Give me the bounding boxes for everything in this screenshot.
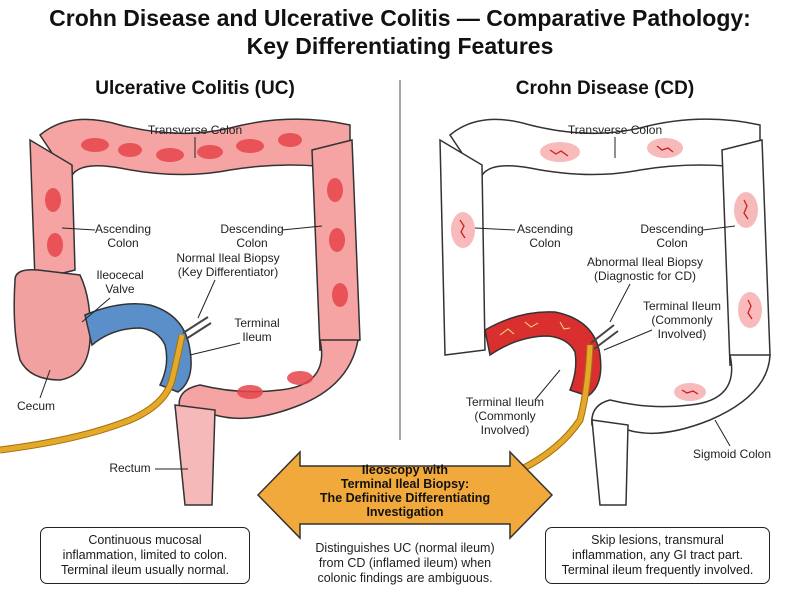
title-line-1: Crohn Disease and Ulcerative Colitis — C… xyxy=(49,5,751,31)
uc-summary-line-1: Continuous mucosal xyxy=(88,533,202,547)
cd-colon-illustration xyxy=(439,118,771,506)
center-note-line-2: from CD (inflamed ileum) when xyxy=(318,556,492,570)
cd-label-transverse: Transverse Colon xyxy=(568,123,662,137)
cd-label-descending-2: Colon xyxy=(656,236,687,250)
arrow-line-1: Ileoscopy with xyxy=(361,463,449,477)
cd-sigmoid-colon xyxy=(591,354,771,435)
uc-label-descending-1: Descending xyxy=(220,222,283,236)
uc-summary-line-3: Terminal ileum usually normal. xyxy=(60,563,230,577)
cd-rectum xyxy=(591,419,629,506)
uc-label-terminal-2: Ileum xyxy=(242,330,271,344)
center-note-line-3: colonic findings are ambiguous. xyxy=(317,571,493,585)
cd-transverse-colon xyxy=(449,118,761,182)
cd-label-biopsy-2: (Diagnostic for CD) xyxy=(594,269,696,283)
cd-panel-heading: Crohn Disease (CD) xyxy=(515,78,695,99)
title-line-2: Key Differentiating Features xyxy=(246,33,554,59)
uc-terminal-ileum xyxy=(84,303,192,393)
cd-label-terminal-left-2: (Commonly xyxy=(474,409,535,423)
arrow-line-3: The Definitive Differentiating xyxy=(319,491,491,505)
uc-label-transverse: Transverse Colon xyxy=(148,123,242,137)
uc-label-biopsy-1: Normal Ileal Biopsy xyxy=(176,251,279,265)
center-note: Distinguishes UC (normal ileum) from CD … xyxy=(290,541,520,586)
cd-label-terminal-left-1: Terminal Ileum xyxy=(466,395,544,409)
uc-label-ascending-1: Ascending xyxy=(95,222,151,236)
uc-label-cecum: Cecum xyxy=(17,399,55,413)
uc-label-ascending-2: Colon xyxy=(107,236,138,250)
cd-label-biopsy-1: Abnormal Ileal Biopsy xyxy=(587,255,703,269)
uc-summary-box: Continuous mucosal inflammation, limited… xyxy=(40,527,250,584)
figure-title: Crohn Disease and Ulcerative Colitis — C… xyxy=(0,4,800,60)
uc-label-biopsy-2: (Key Differentiator) xyxy=(178,265,278,279)
uc-colon-illustration xyxy=(0,118,361,506)
uc-rectum xyxy=(174,404,216,506)
cd-label-descending-1: Descending xyxy=(640,222,703,236)
cd-label-terminal-right-3: Involved) xyxy=(658,327,707,341)
arrow-line-4: Investigation xyxy=(366,505,444,519)
cd-summary-box: Skip lesions, transmural inflammation, a… xyxy=(545,527,770,584)
uc-summary-line-2: inflammation, limited to colon. xyxy=(62,548,228,562)
cd-label-terminal-right-2: (Commonly xyxy=(651,313,712,327)
cd-label-ascending-2: Colon xyxy=(529,236,560,250)
uc-panel-heading: Ulcerative Colitis (UC) xyxy=(95,78,295,99)
arrow-line-2: Terminal Ileal Biopsy: xyxy=(340,477,470,491)
uc-label-rectum: Rectum xyxy=(109,461,150,475)
cd-summary-line-1: Skip lesions, transmural xyxy=(591,533,724,547)
center-arrow-text: Ileoscopy with Terminal Ileal Biopsy: Th… xyxy=(300,463,510,519)
cd-label-sigmoid: Sigmoid Colon xyxy=(693,447,771,461)
center-double-arrow xyxy=(256,450,554,540)
cd-label-terminal-left-3: Involved) xyxy=(481,423,530,437)
uc-cecum xyxy=(13,268,92,381)
uc-label-terminal-1: Terminal xyxy=(234,316,279,330)
cd-summary-line-2: inflammation, any GI tract part. xyxy=(572,548,743,562)
uc-label-valve-2: Valve xyxy=(105,282,134,296)
cd-label-terminal-right-1: Terminal Ileum xyxy=(643,299,721,313)
uc-sigmoid-colon xyxy=(178,339,359,420)
uc-label-valve-1: Ileocecal xyxy=(96,268,143,282)
cd-label-ascending-1: Ascending xyxy=(517,222,573,236)
uc-label-descending-2: Colon xyxy=(236,236,267,250)
cd-summary-line-3: Terminal ileum frequently involved. xyxy=(561,563,754,577)
center-note-line-1: Distinguishes UC (normal ileum) xyxy=(315,541,495,555)
cd-descending-colon xyxy=(721,139,771,366)
